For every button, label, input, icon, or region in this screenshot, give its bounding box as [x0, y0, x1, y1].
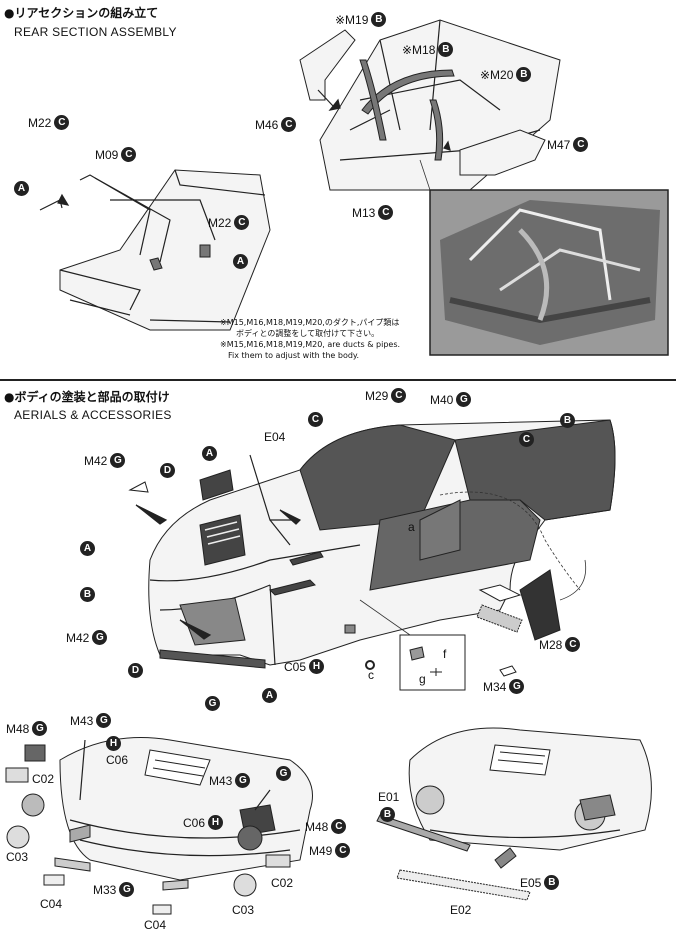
rear-section-title-en: REAR SECTION ASSEMBLY	[14, 25, 177, 39]
part-label-e02: E02	[450, 903, 472, 917]
part-label-c03-right: C03	[232, 903, 255, 917]
part-label-e01: E01	[378, 790, 400, 804]
part-label-c06-left: H	[106, 736, 121, 751]
paint-code-a-right: A	[233, 254, 248, 269]
rear-frame-right-drawing	[299, 19, 561, 191]
paint-code-badge: A	[80, 541, 95, 556]
rear-note: ※M15,M16,M18,M19,M20,のダクト,パイプ類は ボディとの調整を…	[220, 318, 401, 360]
paint-code-badge: A	[202, 446, 217, 461]
part-label-c06-left-text: C06	[106, 753, 129, 767]
part-label-c02-right: C02	[271, 876, 294, 890]
rear-frame-left-drawing	[39, 169, 271, 331]
part-label-c03-left: C03	[6, 850, 29, 864]
rear-section-diagram	[39, 19, 669, 356]
car-body-drawing	[128, 419, 616, 691]
part-label-e01-badge: B	[380, 807, 395, 822]
part-label-c04-right: C04	[144, 918, 167, 932]
paint-code-badge: B	[560, 413, 575, 428]
front-bumper-left-drawing	[5, 737, 313, 915]
sticker-label-c: c	[368, 668, 374, 682]
front-bumper-right-drawing	[376, 727, 652, 901]
sticker-label-g: g	[419, 672, 426, 686]
part-label-c02-left: C02	[32, 772, 55, 786]
part-label-c04-left: C04	[40, 897, 63, 911]
sticker-label-a: a	[408, 520, 415, 534]
rear-section-title-jp: ●リアセクションの組み立て	[4, 6, 159, 20]
paint-code-badge: G	[205, 696, 220, 711]
paint-code-badge: A	[262, 688, 277, 703]
paint-code-badge: B	[80, 587, 95, 602]
section-divider	[0, 379, 676, 381]
paint-code-a-left: A	[14, 181, 29, 196]
paint-code-badge: C	[308, 412, 323, 427]
aerials-section-title-en: AERIALS & ACCESSORIES	[14, 408, 172, 422]
paint-code-badge: D	[160, 463, 175, 478]
paint-code-g-front: G	[276, 766, 291, 781]
aerials-section-title-jp: ●ボディの塗装と部品の取付け	[4, 390, 170, 404]
paint-code-badge: C	[519, 432, 534, 447]
paint-code-badge: D	[128, 663, 143, 678]
bullet-icon: ●	[4, 390, 15, 404]
sticker-label-f: f	[443, 647, 447, 661]
part-label-e04: E04	[264, 430, 286, 444]
bullet-icon: ●	[4, 6, 15, 20]
